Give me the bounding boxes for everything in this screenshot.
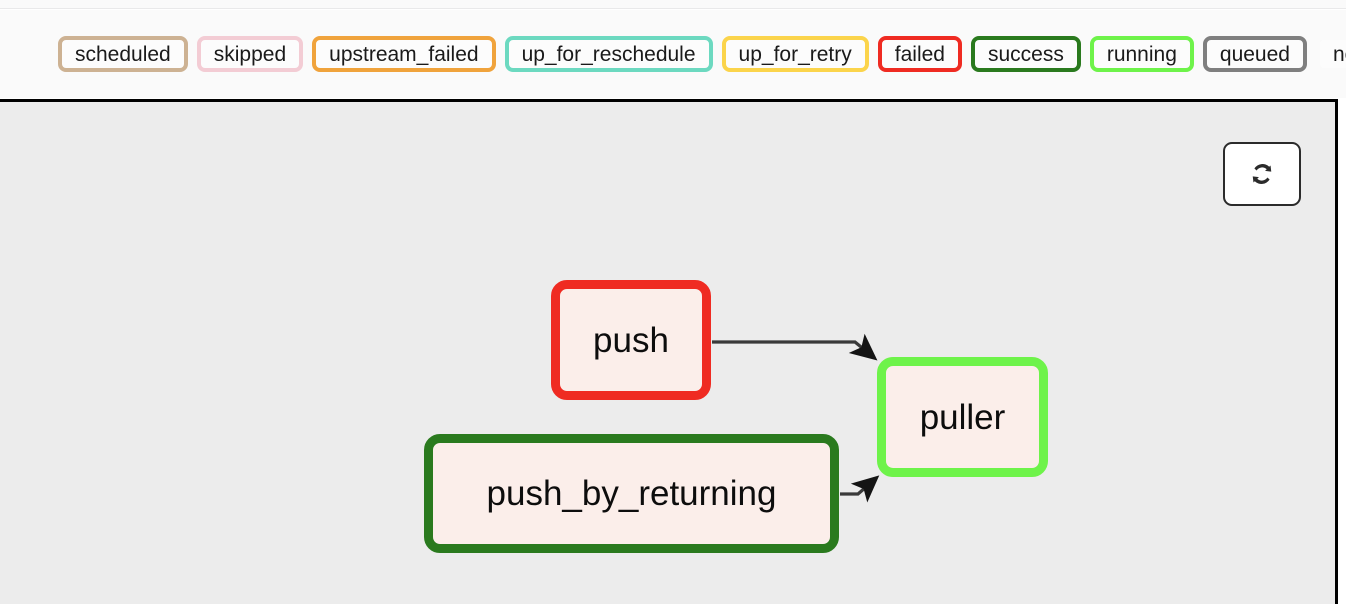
- graph-node-label: puller: [919, 397, 1006, 437]
- graph-node-label: push: [593, 320, 669, 360]
- edge-push-by-returning-to-puller: [840, 475, 880, 503]
- legend-chip-no-status[interactable]: no_status: [1315, 36, 1346, 72]
- legend-chip-running[interactable]: running: [1089, 36, 1194, 72]
- graph-node-puller[interactable]: puller: [877, 357, 1048, 477]
- graph-node-push-by-returning[interactable]: push_by_returning: [424, 434, 839, 553]
- legend-chip-upstream-failed[interactable]: upstream_failed: [312, 36, 496, 72]
- graph-edges: [712, 333, 880, 503]
- legend-chip-up-for-retry[interactable]: up_for_retry: [721, 36, 869, 72]
- graph-canvas[interactable]: push push_by_returning puller: [0, 99, 1338, 604]
- legend-chip-up-for-reschedule[interactable]: up_for_reschedule: [504, 36, 713, 72]
- refresh-icon: [1246, 158, 1278, 190]
- top-divider: [0, 0, 1346, 9]
- edge-push-to-puller: [712, 333, 878, 361]
- legend-chip-scheduled[interactable]: scheduled: [58, 36, 188, 72]
- graph-node-label: push_by_returning: [486, 474, 777, 513]
- legend-chip-skipped[interactable]: skipped: [196, 36, 304, 72]
- legend-chip-success[interactable]: success: [970, 36, 1081, 72]
- refresh-button[interactable]: [1223, 142, 1301, 206]
- legend-chip-queued[interactable]: queued: [1202, 36, 1307, 72]
- graph-node-push[interactable]: push: [551, 280, 711, 400]
- legend-chip-failed[interactable]: failed: [877, 36, 962, 72]
